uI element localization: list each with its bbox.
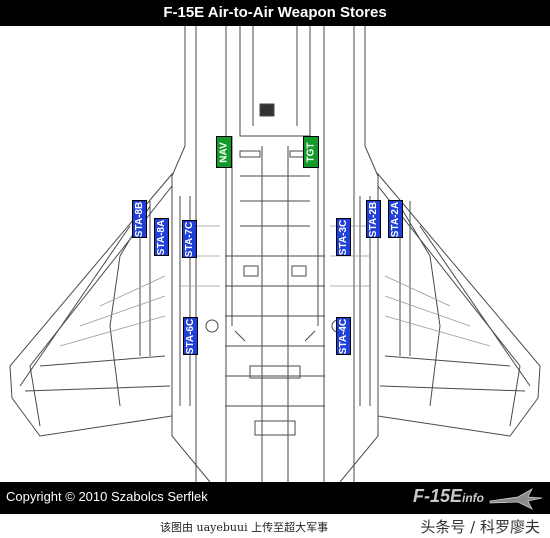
pod-label-tgt: TGT [305, 142, 317, 162]
station-label: STA-2B [368, 201, 379, 237]
credit-strip: 该图由 uayebuui 上传至超大军事 头条号 / 科罗廖夫 [0, 514, 550, 538]
station-label: STA-8B [134, 201, 145, 237]
figure-title: F-15E Air-to-Air Weapon Stores [163, 4, 387, 21]
brand-logo: F-15Einfo [413, 486, 484, 507]
brand-name: F-15E [412, 486, 462, 506]
station-tag-sta-2b: STA-2B [366, 200, 381, 238]
station-tag-sta-7c: STA-7C [182, 220, 197, 258]
station-label: STA-2A [390, 201, 401, 237]
station-label: STA-4C [338, 318, 349, 354]
aircraft-drawing: STA-8B STA-8A STA-7C STA-6C STA-3C STA-2… [0, 26, 550, 482]
aircraft-line-drawing [9, 26, 541, 482]
fuselage [171, 26, 379, 482]
pod-tag-tgt: TGT [303, 136, 319, 168]
footer-bar: Copyright © 2010 Szabolcs Serflek F-15Ei… [0, 482, 550, 514]
station-label: STA-7C [184, 221, 195, 257]
f15-silhouette-icon [489, 487, 543, 510]
station-label: STA-3C [338, 219, 349, 255]
station-label: STA-8A [156, 219, 167, 255]
station-label: STA-6C [185, 318, 196, 354]
station-tag-sta-8b: STA-8B [132, 200, 147, 238]
station-tag-sta-4c: STA-4C [336, 317, 351, 355]
upload-credit: 该图由 uayebuui 上传至超大军事 [160, 521, 329, 534]
pod-label-nav: NAV [218, 141, 230, 163]
station-tag-sta-6c: STA-6C [183, 317, 198, 355]
watermark-text: 头条号 / 科罗廖夫 [420, 518, 540, 536]
copyright-text: Copyright © 2010 Szabolcs Serflek [6, 489, 208, 504]
station-tag-sta-2a: STA-2A [388, 200, 403, 238]
station-tag-sta-3c: STA-3C [336, 218, 351, 256]
brand-suffix: info [462, 491, 484, 505]
left-wing [9, 172, 173, 437]
station-tag-sta-8a: STA-8A [154, 218, 169, 256]
title-bar: F-15E Air-to-Air Weapon Stores [0, 0, 550, 26]
pod-tag-nav: NAV [216, 136, 232, 168]
